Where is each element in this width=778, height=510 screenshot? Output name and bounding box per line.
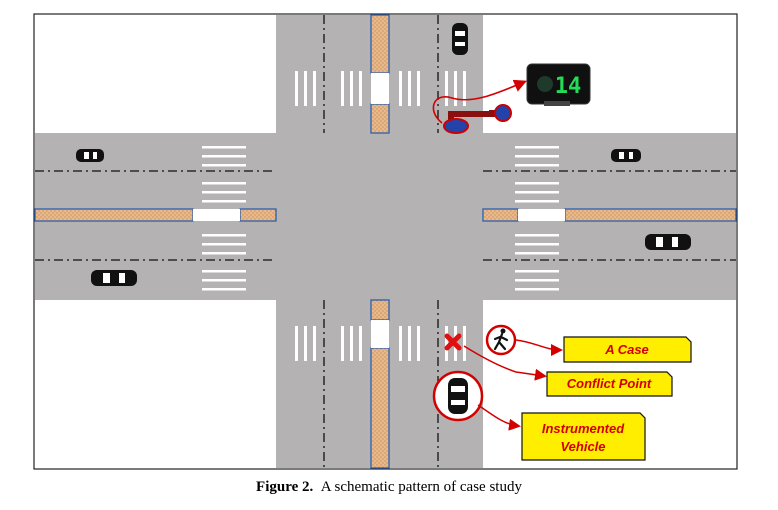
case-arrow bbox=[515, 339, 563, 356]
callout-instrumented-vehicle-line2: Vehicle bbox=[560, 439, 605, 454]
figure-caption: Figure 2. A schematic pattern of case st… bbox=[0, 479, 778, 496]
car-icon bbox=[91, 270, 137, 286]
car-icon bbox=[611, 149, 641, 162]
crosswalk-west bbox=[202, 146, 246, 291]
crosswalk-south bbox=[295, 326, 466, 361]
callout-conflict-point-label: Conflict Point bbox=[567, 376, 652, 391]
car-icon bbox=[76, 149, 104, 162]
instrumented-vehicle-icon bbox=[432, 370, 484, 422]
callout-instrumented-vehicle bbox=[521, 412, 646, 461]
intersection-diagram: 14 A Case Conflict Point Instrumented Ve… bbox=[33, 13, 738, 470]
callout-a-case bbox=[563, 336, 692, 363]
callout-a-case-label: A Case bbox=[604, 342, 649, 357]
crosswalk-north bbox=[295, 71, 466, 106]
medians bbox=[34, 14, 737, 469]
traffic-signal-icon bbox=[526, 63, 591, 106]
car-icon bbox=[645, 234, 691, 250]
horizontal-lane-lines bbox=[35, 170, 736, 261]
caption-label: Figure 2. bbox=[256, 479, 314, 495]
signal-arrow bbox=[432, 79, 527, 124]
signal-pole-icon bbox=[443, 104, 512, 134]
crosswalk-east bbox=[515, 146, 559, 291]
pedestrian-refuges bbox=[193, 73, 565, 348]
callout-instrumented-vehicle-line1: Instrumented bbox=[542, 421, 625, 436]
caption-text: A schematic pattern of case study bbox=[320, 479, 522, 495]
car-icon bbox=[452, 23, 468, 55]
signal-countdown: 14 bbox=[555, 74, 582, 99]
conflict-point-icon bbox=[444, 333, 462, 351]
conflict-arrow bbox=[463, 345, 547, 381]
vehicle-arrow bbox=[477, 404, 521, 431]
callout-conflict-point bbox=[546, 371, 673, 397]
pedestrian-icon bbox=[485, 324, 517, 356]
